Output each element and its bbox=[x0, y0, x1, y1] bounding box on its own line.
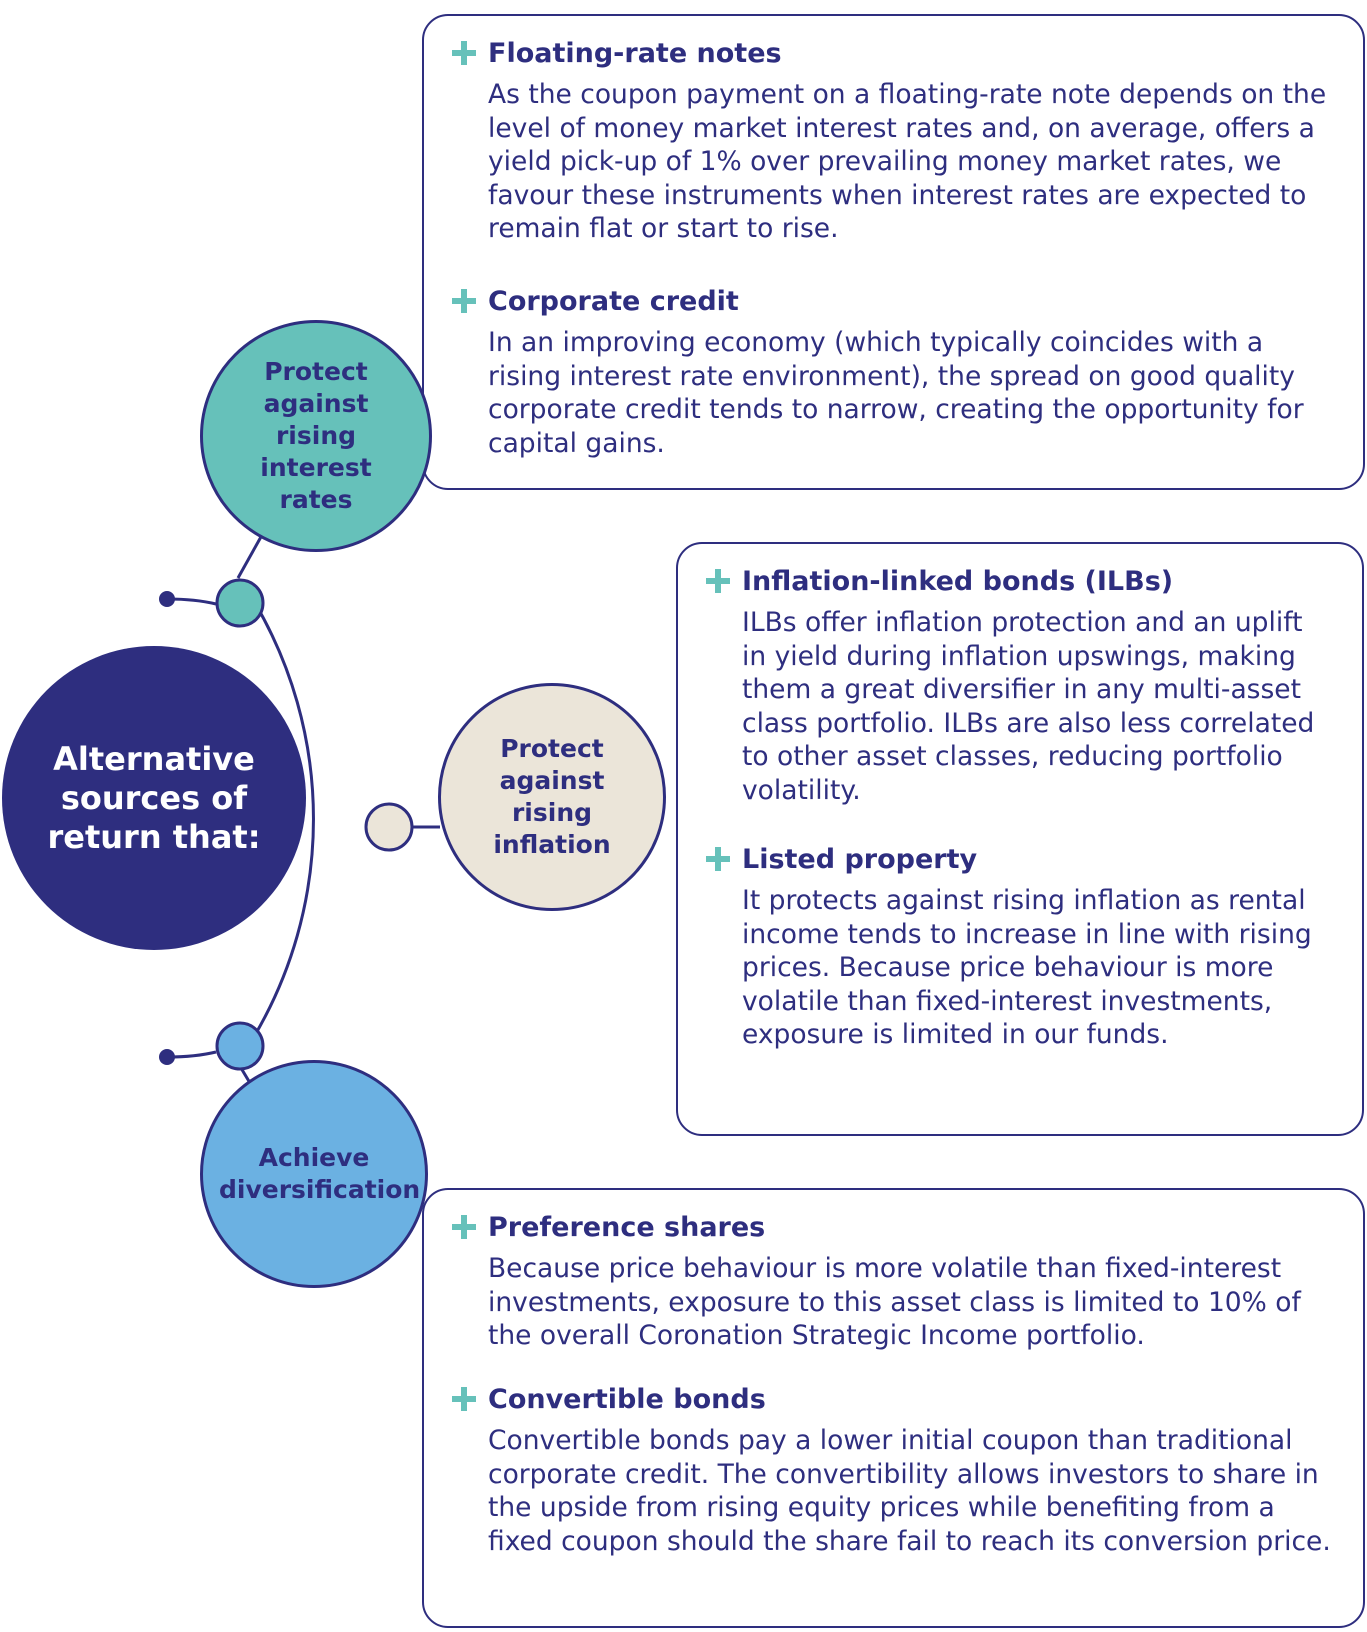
item-title: Floating-rate notes bbox=[488, 37, 782, 69]
item-title: Inflation-linked bonds (ILBs) bbox=[742, 565, 1174, 597]
tail-line-top bbox=[167, 597, 217, 606]
item-description: It protects against rising inflation as … bbox=[742, 885, 1312, 1050]
node-rates bbox=[215, 578, 265, 628]
plus-icon bbox=[452, 1215, 476, 1239]
center-label: Alternative sources of return that: bbox=[47, 739, 261, 856]
card-inflation: Inflation-linked bonds (ILBs) ILBs offer… bbox=[676, 542, 1364, 1136]
item-corporate-credit: Corporate credit In an improving economy… bbox=[452, 282, 1333, 460]
item-description: ILBs offer inflation protection and an u… bbox=[742, 607, 1315, 806]
plus-icon bbox=[452, 1387, 476, 1411]
item-title: Corporate credit bbox=[488, 285, 739, 317]
branch-circle-interest-rates: Protect against rising interest rates bbox=[200, 320, 432, 552]
item-title: Convertible bonds bbox=[488, 1383, 766, 1415]
node-diversification bbox=[215, 1021, 265, 1071]
card-interest-rates: Floating-rate notes As the coupon paymen… bbox=[422, 14, 1365, 490]
item-description: In an improving economy (which typically… bbox=[488, 327, 1304, 459]
stem-line-rates bbox=[236, 534, 264, 579]
plus-icon bbox=[452, 41, 476, 65]
node-inflation bbox=[364, 802, 414, 852]
plus-icon bbox=[706, 847, 730, 871]
card-diversification: Preference shares Because price behaviou… bbox=[422, 1188, 1365, 1628]
item-description: Convertible bonds pay a lower initial co… bbox=[488, 1425, 1331, 1557]
tail-line-bottom bbox=[167, 1050, 217, 1059]
item-preference-shares: Preference shares Because price behaviou… bbox=[452, 1208, 1333, 1353]
branch-circle-inflation: Protect against rising inflation bbox=[438, 683, 666, 911]
item-inflation-linked-bonds: Inflation-linked bonds (ILBs) ILBs offer… bbox=[706, 562, 1332, 807]
branch-label: Achieve diversification bbox=[219, 1143, 421, 1204]
end-dot-top bbox=[159, 591, 175, 607]
item-listed-property: Listed property It protects against risi… bbox=[706, 840, 1332, 1052]
arc-connector bbox=[250, 597, 315, 1041]
end-dot-bottom bbox=[159, 1049, 175, 1065]
plus-icon bbox=[452, 289, 476, 313]
item-description: As the coupon payment on a floating-rate… bbox=[488, 79, 1327, 244]
item-title: Preference shares bbox=[488, 1211, 766, 1243]
item-convertible-bonds: Convertible bonds Convertible bonds pay … bbox=[452, 1380, 1333, 1558]
item-description: Because price behaviour is more volatile… bbox=[488, 1253, 1301, 1351]
branch-label: Protect against rising inflation bbox=[493, 734, 611, 859]
branch-label: Protect against rising interest rates bbox=[260, 357, 372, 514]
item-floating-rate-notes: Floating-rate notes As the coupon paymen… bbox=[452, 34, 1333, 246]
branch-circle-diversification: Achieve diversification bbox=[200, 1060, 428, 1288]
plus-icon bbox=[706, 569, 730, 593]
item-title: Listed property bbox=[742, 843, 978, 875]
center-circle: Alternative sources of return that: bbox=[2, 646, 306, 950]
